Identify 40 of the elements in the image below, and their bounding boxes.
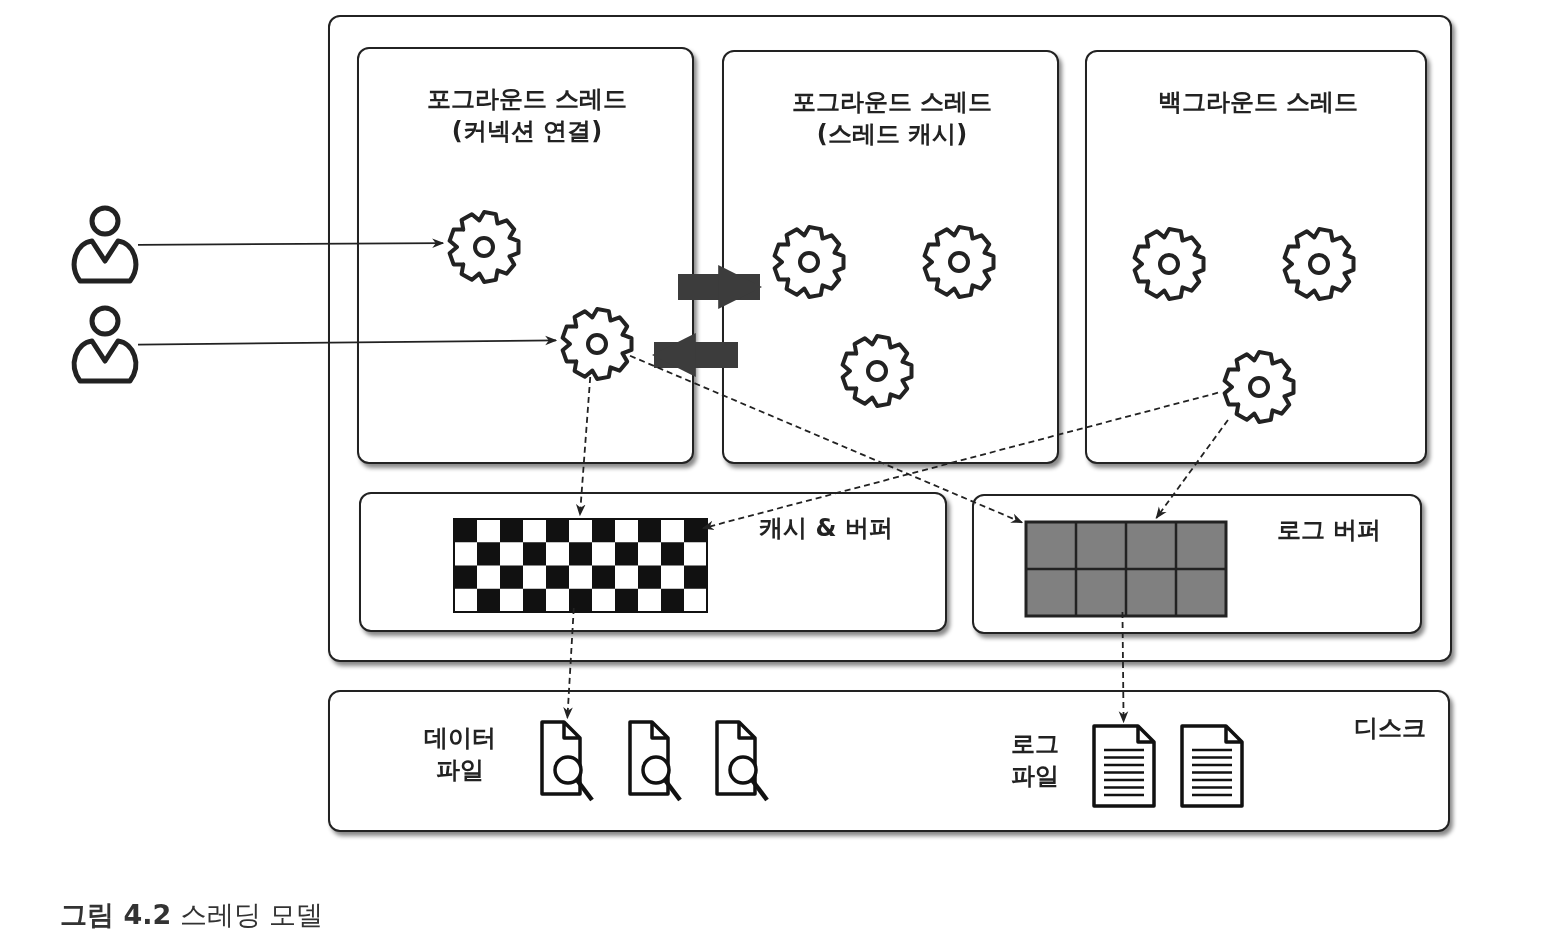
block-arrow (678, 265, 763, 309)
panel-title: 디스크 (1353, 713, 1427, 744)
thread-panel (722, 50, 1059, 464)
file-label: 데이터 파일 (423, 723, 497, 787)
server-box (328, 15, 1452, 662)
panel-title: 포그라운드 스레드 (스레드 캐시) (790, 87, 994, 151)
gear-icon (1222, 350, 1296, 424)
buffer-box (972, 494, 1422, 634)
gear-icon (1132, 227, 1206, 301)
gear-icon (772, 225, 846, 299)
arrow (1118, 611, 1129, 724)
arrow (576, 376, 592, 517)
file-label: 로그 파일 (1010, 729, 1060, 793)
gear-icon (1282, 227, 1356, 301)
block-arrow (651, 333, 738, 377)
gear-icon (560, 307, 634, 381)
arrow (1155, 419, 1229, 519)
gear-icon (922, 225, 996, 299)
document-icon (540, 720, 594, 802)
document-icon (715, 720, 769, 802)
arrow (629, 354, 1024, 524)
thread-panel (357, 47, 694, 464)
person-icon (72, 205, 138, 285)
panel-title: 캐시 & 버퍼 (758, 513, 894, 544)
gear-icon (447, 210, 521, 284)
gear-icon (840, 334, 914, 408)
buffer-grid (454, 519, 707, 612)
arrow (701, 391, 1219, 531)
person-icon (72, 305, 138, 385)
document-icon (628, 720, 682, 802)
thread-panel (1085, 50, 1427, 464)
arrow (563, 607, 575, 720)
panel-title: 포그라운드 스레드 (커넥션 연결) (425, 84, 629, 148)
buffer-box (359, 492, 947, 632)
arrow (137, 335, 558, 346)
panel-title: 백그라운드 스레드 (1156, 87, 1360, 118)
arrow (137, 238, 445, 249)
buffer-grid (1026, 522, 1226, 616)
panel-title: 로그 버퍼 (1275, 515, 1383, 546)
figure-caption: 그림 4.2 스레딩 모델 (60, 898, 324, 932)
